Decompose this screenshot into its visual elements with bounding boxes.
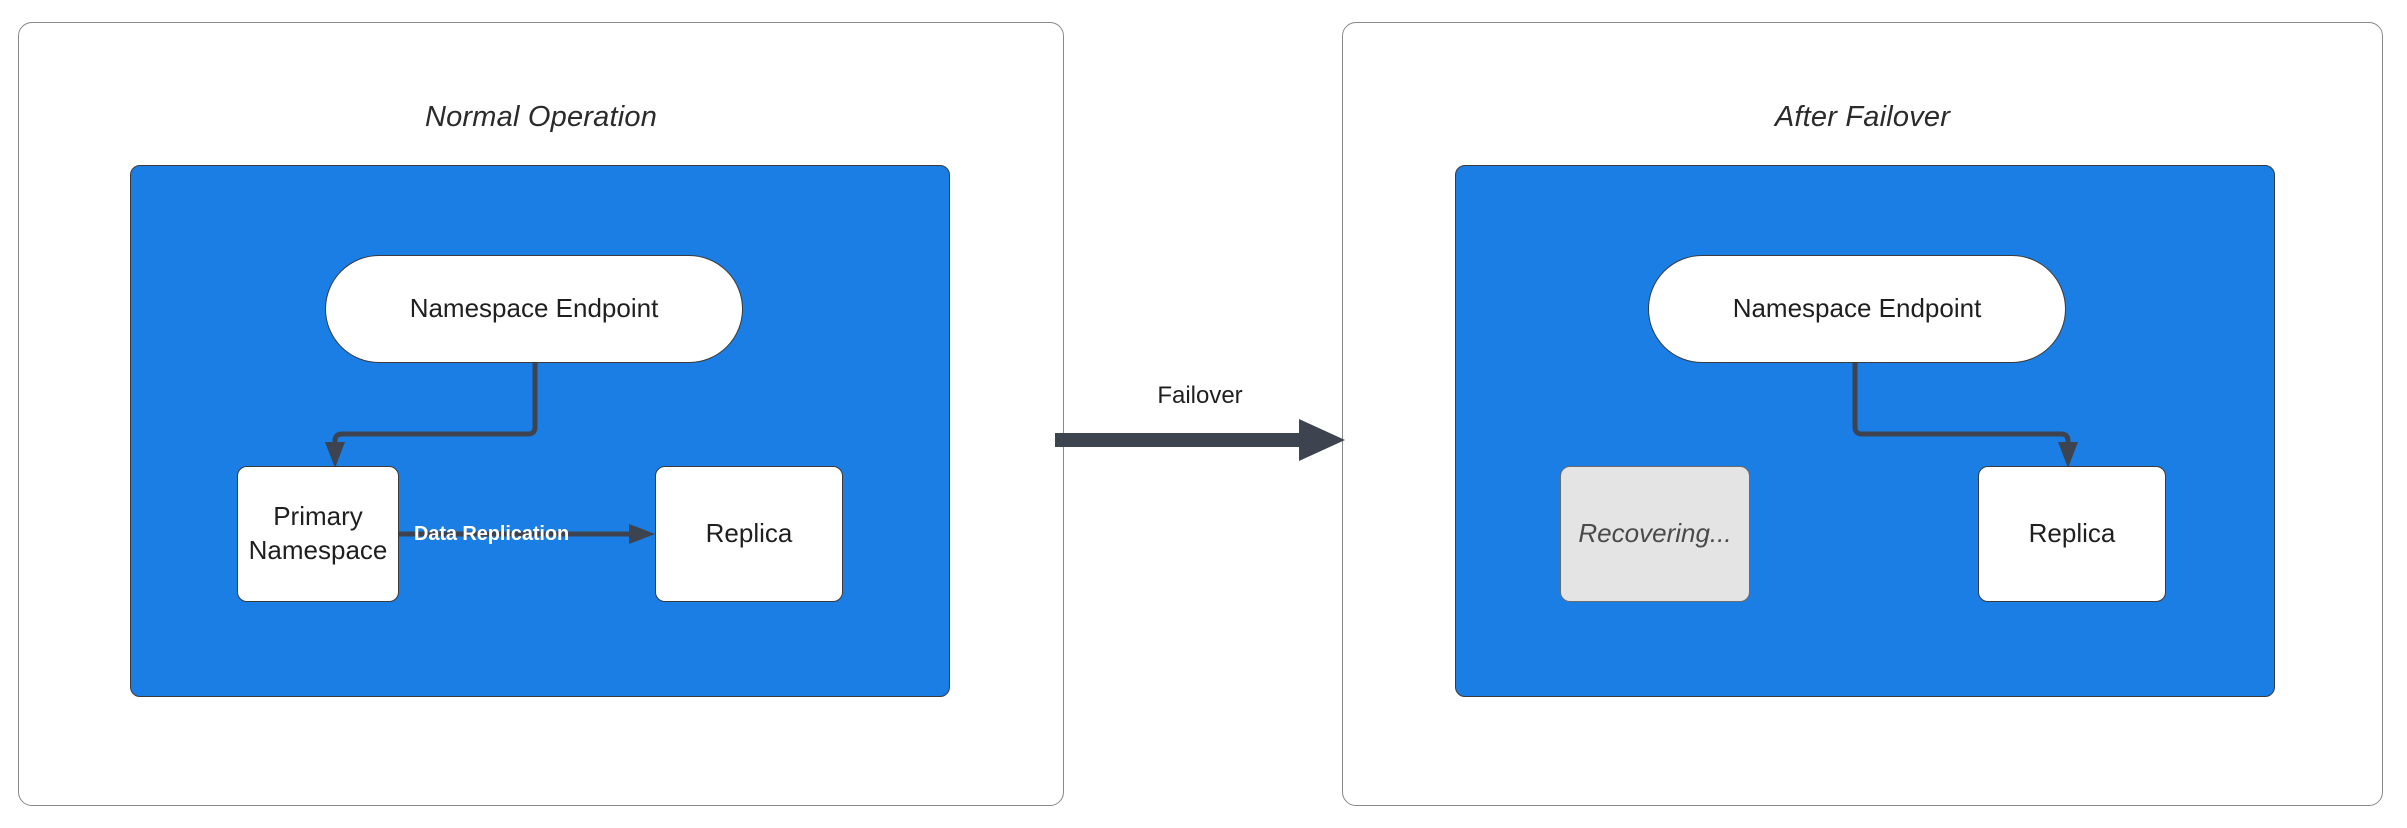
node-label: Recovering... (1578, 518, 1732, 549)
node-primary-namespace[interactable]: Primary Namespace (237, 466, 399, 602)
failover-arrow-head (1299, 419, 1345, 461)
node-namespace-endpoint-left[interactable]: Namespace Endpoint (325, 255, 743, 363)
zone-primary-region (130, 165, 950, 697)
node-label: Primary Namespace (248, 501, 388, 565)
node-label: Replica (2028, 518, 2116, 549)
node-replica-right[interactable]: Replica (1978, 466, 2166, 602)
node-label: Replica (705, 518, 793, 549)
node-label: Namespace Endpoint (1732, 293, 1982, 324)
node-namespace-endpoint-right[interactable]: Namespace Endpoint (1648, 255, 2066, 363)
zone-failover-region (1455, 165, 2275, 697)
node-label: Namespace Endpoint (409, 293, 659, 324)
failover-arrow-shaft (1055, 433, 1303, 447)
node-replica-left[interactable]: Replica (655, 466, 843, 602)
panel-title-after-failover: After Failover (1774, 101, 1951, 133)
failover-arrow (1055, 419, 1345, 461)
node-recovering[interactable]: Recovering... (1560, 466, 1750, 602)
edge-label-data-replication: Data Replication (414, 523, 570, 545)
failover-label: Failover (1157, 382, 1243, 409)
panel-title-normal-operation: Normal Operation (424, 101, 658, 133)
